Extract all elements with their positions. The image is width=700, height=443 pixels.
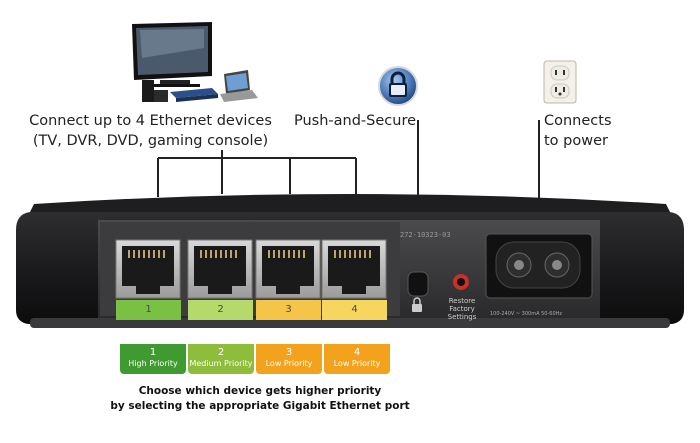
legend-priority-1: High Priority: [128, 359, 178, 368]
power-outlet-icon: [543, 60, 577, 104]
legend-number-3: 3: [285, 347, 293, 358]
power-label-line2: to power: [544, 133, 608, 149]
priority-legend-2: 2 Medium Priority: [188, 344, 254, 374]
port-strip-4: 4: [322, 300, 387, 320]
legend-number-4: 4: [353, 347, 361, 358]
push-and-secure-button[interactable]: [407, 271, 429, 297]
port-strip-3: 3: [256, 300, 321, 320]
port-number-4: 4: [351, 304, 358, 315]
port-number-1: 1: [145, 304, 152, 315]
legend-number-2: 2: [217, 347, 225, 358]
ethernet-jack-4[interactable]: [321, 239, 387, 299]
power-socket[interactable]: [485, 233, 593, 299]
ethernet-jack-2[interactable]: [187, 239, 253, 299]
ethernet-jack-3[interactable]: [255, 239, 321, 299]
port-number-3: 3: [285, 304, 292, 315]
push-secure-label: Push-and-Secure: [294, 113, 417, 129]
legend-priority-3: Low Priority: [265, 359, 313, 368]
restore-label-line3: Settings: [447, 313, 477, 321]
port-number-2: 2: [217, 304, 224, 315]
tv-devices-icon: [132, 22, 258, 102]
restore-factory-button[interactable]: [453, 274, 469, 290]
small-lock-icon: [412, 297, 422, 312]
legend-number-1: 1: [149, 347, 157, 358]
model-label: 272-10323-03: [400, 231, 451, 239]
priority-legend-4: 4 Low Priority: [324, 344, 390, 374]
port-strip-1: 1: [116, 300, 181, 320]
legend-priority-4: Low Priority: [333, 359, 381, 368]
caption-line2: by selecting the appropriate Gigabit Eth…: [110, 400, 410, 412]
port-strip-2: 2: [188, 300, 253, 320]
restore-label-line1: Restore: [448, 297, 476, 305]
push-and-secure-lock-icon: [378, 66, 418, 106]
priority-legend-3: 3 Low Priority: [256, 344, 322, 374]
power-label-line1: Connects: [544, 113, 612, 129]
priority-legend-1: 1 High Priority: [120, 344, 186, 374]
ethernet-jack-1[interactable]: [115, 239, 181, 299]
caption-line1: Choose which device gets higher priority: [138, 385, 382, 397]
legend-priority-2: Medium Priority: [189, 359, 253, 368]
ethernet-label-line2: (TV, DVR, DVD, gaming console): [32, 133, 269, 149]
power-rating-label: 100-240V ~ 300mA 50-60Hz: [490, 311, 563, 317]
restore-label-line2: Factory: [449, 305, 475, 313]
ethernet-label-line1: Connect up to 4 Ethernet devices: [29, 113, 272, 129]
